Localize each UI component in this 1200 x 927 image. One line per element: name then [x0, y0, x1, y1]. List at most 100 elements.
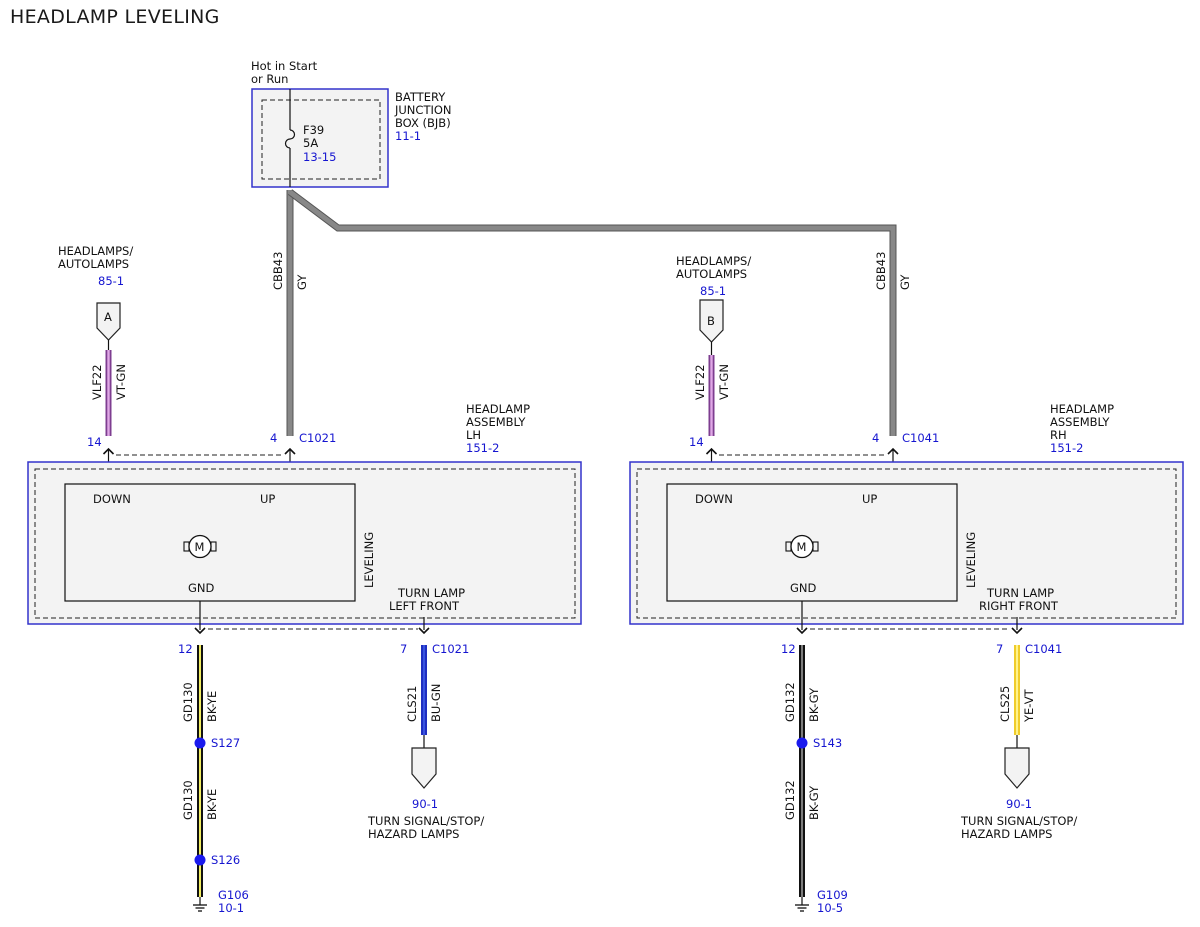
rh-gnd-label: GND	[790, 581, 817, 595]
lh-splice2[interactable]: S126	[211, 853, 240, 867]
rh-up-label: UP	[862, 492, 877, 506]
rh-feed-pin: 4	[872, 431, 879, 445]
lh-asm-line1: HEADLAMP	[466, 402, 530, 416]
bjb-ref[interactable]: 11-1	[395, 129, 421, 143]
lh-turn-ref[interactable]: 90-1	[412, 797, 438, 811]
lh-ground-ref[interactable]: 10-1	[218, 901, 244, 915]
bjb-inner-dashed	[261, 99, 381, 180]
lh-input-a-flag[interactable]	[96, 302, 121, 341]
svg-text:M: M	[195, 540, 205, 554]
lh-feed-pin: 4	[270, 431, 277, 445]
rh-turn-color: YE-VT	[1022, 688, 1036, 723]
lh-feed-circuit: CBB43	[271, 252, 285, 290]
lh-splice1[interactable]: S127	[211, 736, 240, 750]
rh-ground-icon	[795, 897, 809, 912]
lh-bk-ye-wire[interactable]	[197, 645, 203, 897]
bjb-label-line1: BATTERY	[395, 90, 446, 104]
rh-turn-label2: RIGHT FRONT	[979, 599, 1059, 613]
power-note-line1: Hot in Start	[251, 59, 318, 73]
fuse-id: F39	[303, 123, 324, 137]
lh-gnd-circuit2: GD130	[181, 780, 195, 820]
lh-in-ref[interactable]: 85-1	[98, 274, 124, 288]
lh-down-label: DOWN	[93, 492, 131, 506]
rh-leveling-label: LEVELING	[964, 532, 978, 588]
rh-input-b-flag[interactable]	[699, 299, 724, 343]
rh-splice1-dot[interactable]	[796, 737, 808, 749]
lh-in-pin: 14	[87, 435, 102, 449]
rh-motor-icon: M	[785, 534, 819, 559]
rh-turn-dest2: HAZARD LAMPS	[961, 827, 1052, 841]
feed-wire-gray[interactable]	[286, 189, 897, 436]
lh-gnd-pin: 12	[178, 642, 193, 656]
lh-in-title1: HEADLAMPS/	[58, 244, 133, 258]
lh-gnd-color2: BK-YE	[205, 789, 219, 820]
power-note-line2: or Run	[251, 72, 288, 86]
rh-turn-ref[interactable]: 90-1	[1006, 797, 1032, 811]
rh-turn-pin: 7	[996, 642, 1003, 656]
lh-asm-line2: ASSEMBLY	[466, 415, 526, 429]
lh-gnd-label: GND	[188, 581, 215, 595]
rh-in-circuit: VLF22	[693, 364, 707, 400]
rh-in-letter: B	[707, 314, 715, 328]
lh-gnd-color: BK-YE	[205, 691, 219, 722]
lh-vt-gn-wire[interactable]	[105, 350, 112, 436]
lh-in-title2: AUTOLAMPS	[58, 257, 129, 271]
rh-asm-ref[interactable]: 151-2	[1050, 441, 1083, 455]
lh-turn-flag[interactable]	[411, 747, 437, 789]
lh-turn-pin: 7	[400, 642, 407, 656]
lh-in-letter: A	[104, 310, 112, 324]
rh-gnd-circuit: GD132	[783, 682, 797, 722]
lh-turn-dest1: TURN SIGNAL/STOP/	[367, 814, 484, 828]
lh-in-circuit: VLF22	[90, 364, 104, 400]
rh-asm-line3: RH	[1050, 428, 1067, 442]
fuse-symbol	[284, 129, 296, 149]
lh-motor-icon: M	[183, 534, 217, 559]
lh-gnd-circuit: GD130	[181, 682, 195, 722]
lh-leveling-label: LEVELING	[362, 532, 376, 588]
bjb-label-line2: JUNCTION	[394, 103, 452, 117]
rh-gnd-circuit2: GD132	[783, 780, 797, 820]
rh-turn-dest1: TURN SIGNAL/STOP/	[960, 814, 1077, 828]
rh-gnd-color: BK-GY	[807, 687, 821, 722]
fuse-ref[interactable]: 13-15	[303, 150, 336, 164]
rh-turn-label1: TURN LAMP	[986, 586, 1054, 600]
rh-in-color: VT-GN	[717, 364, 731, 400]
bjb-label-line3: BOX (BJB)	[395, 116, 451, 130]
rh-feed-connector[interactable]: C1041	[902, 431, 939, 445]
rh-leveling-motor-box[interactable]	[666, 483, 958, 602]
lh-asm-ref[interactable]: 151-2	[466, 441, 499, 455]
rh-ground-id[interactable]: G109	[817, 888, 848, 902]
rh-asm-line2: ASSEMBLY	[1050, 415, 1110, 429]
lh-turn-dest2: HAZARD LAMPS	[368, 827, 459, 841]
lh-feed-color: GY	[295, 274, 309, 290]
lh-in-color: VT-GN	[114, 364, 128, 400]
lh-turn-circuit: CLS21	[405, 686, 419, 722]
page-title: HEADLAMP LEVELING	[10, 6, 220, 28]
lh-ground-id[interactable]: G106	[218, 888, 249, 902]
rh-turn-flag[interactable]	[1004, 747, 1030, 789]
rh-in-title2: AUTOLAMPS	[676, 267, 747, 281]
lh-bu-gn-wire[interactable]	[421, 645, 427, 735]
rh-in-title1: HEADLAMPS/	[676, 254, 751, 268]
rh-turn-circuit: CLS25	[998, 686, 1012, 722]
lh-turn-label1: TURN LAMP	[397, 586, 465, 600]
lh-splice1-dot[interactable]	[194, 737, 206, 749]
rh-ye-vt-wire[interactable]	[1014, 645, 1020, 735]
lh-splice2-dot[interactable]	[194, 854, 206, 866]
rh-splice1[interactable]: S143	[813, 736, 842, 750]
rh-gnd-color2: BK-GY	[807, 785, 821, 820]
rh-in-ref[interactable]: 85-1	[700, 284, 726, 298]
rh-vt-gn-wire[interactable]	[708, 355, 715, 436]
lh-turn-color: BU-GN	[429, 684, 443, 722]
rh-turn-connector[interactable]: C1041	[1025, 642, 1062, 656]
lh-asm-line3: LH	[466, 428, 481, 442]
rh-ground-ref[interactable]: 10-5	[817, 901, 843, 915]
lh-turn-label2: LEFT FRONT	[389, 599, 460, 613]
lh-ground-icon	[193, 897, 207, 912]
bjb-box[interactable]	[251, 88, 389, 188]
rh-in-pin: 14	[689, 435, 704, 449]
lh-feed-connector[interactable]: C1021	[299, 431, 336, 445]
rh-bk-gy-wire[interactable]	[799, 645, 805, 897]
lh-turn-connector[interactable]: C1021	[432, 642, 469, 656]
rh-asm-line1: HEADLAMP	[1050, 402, 1114, 416]
